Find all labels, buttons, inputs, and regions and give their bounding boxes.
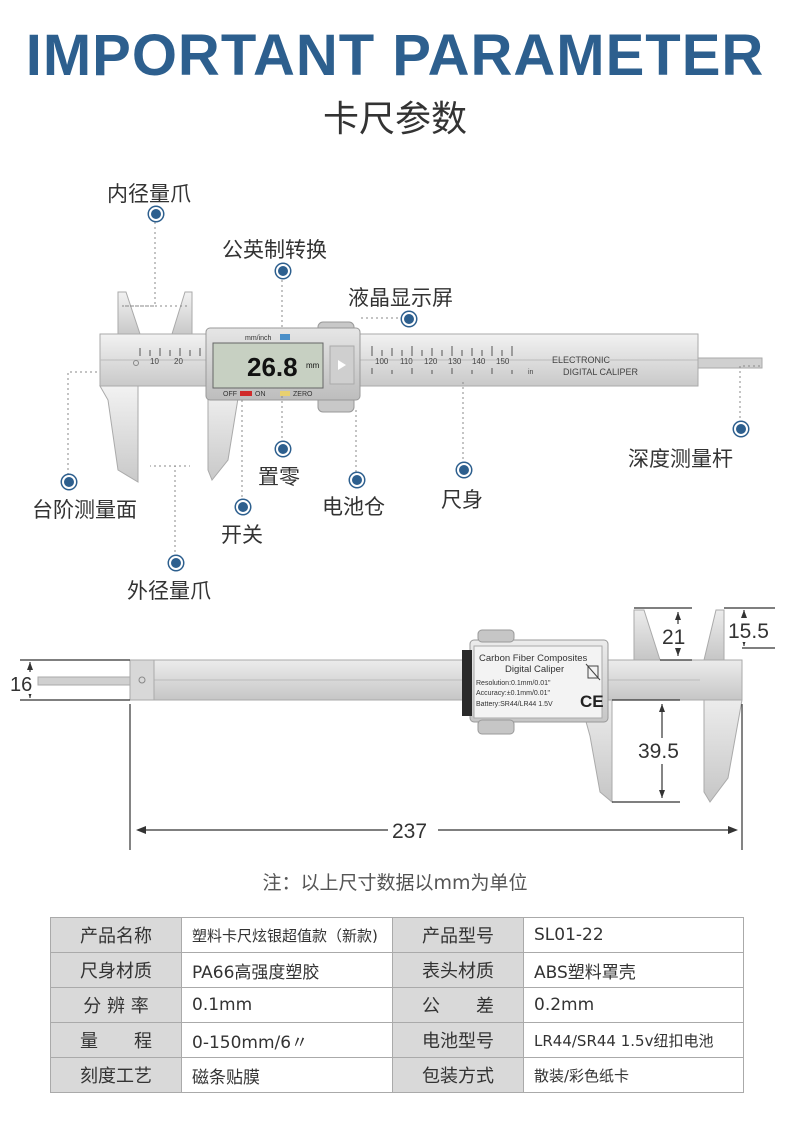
table-row: 量 程 0-150mm/6〃 电池型号 LR44/SR44 1.5v纽扣电池 (50, 1022, 744, 1058)
label-power: 开关 (221, 523, 263, 547)
dot-ruler-body (457, 463, 471, 477)
scale-label: 150 (496, 357, 510, 366)
spec-value: ABS塑料罩壳 (523, 952, 744, 988)
unit-key-label: mm/inch (245, 335, 272, 342)
spec-key: 分 辨 率 (50, 987, 182, 1023)
spec-value: 散装/彩色纸卡 (523, 1057, 744, 1093)
spec-key: 电池型号 (392, 1022, 524, 1058)
brand-line-2: DIGITAL CALIPER (563, 367, 639, 377)
label-lcd: 液晶显示屏 (348, 286, 453, 310)
outer-jaw-fixed (99, 385, 139, 483)
inner-jaw-moving (171, 291, 193, 335)
ce-mark: CE (580, 692, 604, 711)
table-row: 分 辨 率 0.1mm 公 差 0.2mm (50, 987, 744, 1023)
dim-237: 237 (392, 820, 427, 843)
spec-value: PA66高强度塑胶 (181, 952, 393, 988)
page-title: IMPORTANT PARAMETER (25, 23, 765, 88)
scale-label: 10 (150, 357, 159, 366)
spec-key: 表头材质 (392, 952, 524, 988)
page-subtitle: 卡尺参数 (322, 99, 467, 140)
on-label: ON (255, 391, 266, 398)
recycle-bin-icon (587, 665, 599, 679)
spec-key: 公 差 (392, 987, 524, 1023)
scale-label: 140 (472, 357, 486, 366)
label-outer-jaw: 外径量爪 (127, 579, 211, 603)
spec-value: 0.2mm (523, 987, 744, 1023)
zero-label: ZERO (293, 391, 313, 398)
spec-key: 量 程 (50, 1022, 182, 1058)
scale-label: 20 (174, 357, 183, 366)
spec-label-plate (473, 645, 603, 719)
table-row: 产品名称 塑料卡尺炫银超值款（新款) 产品型号 SL01-22 (50, 917, 744, 953)
label-unit-switch: 公英制转换 (222, 238, 327, 262)
spec-table: 产品名称 塑料卡尺炫银超值款（新款) 产品型号 SL01-22 尺身材质 PA6… (50, 917, 744, 1093)
inch-mark: in (528, 369, 534, 376)
spec-value: 0.1mm (181, 987, 393, 1023)
dot-depth-rod (734, 422, 748, 436)
dot-lcd (402, 312, 416, 326)
scale-label: 130 (448, 357, 462, 366)
table-row: 尺身材质 PA66高强度塑胶 表头材质 ABS塑料罩壳 (50, 952, 744, 988)
label-step-face: 台阶测量面 (32, 498, 137, 522)
dot-outer-jaw (169, 556, 183, 570)
spec-value: 0-150mm/6〃 (181, 1022, 393, 1058)
dot-step-face (62, 475, 76, 489)
zero-button (280, 391, 290, 396)
spec-key: 尺身材质 (50, 952, 182, 988)
brand-line-1: ELECTRONIC (552, 355, 611, 365)
scale-label: 100 (375, 357, 389, 366)
unit-note: 注：以上尺寸数据以mm为单位 (262, 872, 528, 894)
thumb-wheel (477, 719, 515, 735)
back-line-4: Accuracy:±0.1mm/0.01" (476, 690, 551, 697)
unit-key (280, 334, 290, 340)
table-row: 刻度工艺 磁条贴膜 包装方式 散装/彩色纸卡 (50, 1057, 744, 1093)
dim-39-5: 39.5 (638, 740, 679, 763)
spec-key: 产品名称 (50, 917, 182, 953)
back-line-2: Digital Caliper (505, 664, 564, 675)
label-inner-jaw: 内径量爪 (107, 182, 191, 206)
spec-value: 磁条贴膜 (181, 1057, 393, 1093)
spec-key: 产品型号 (392, 917, 524, 953)
inner-jaw-fixed (117, 291, 141, 335)
depth-rod (37, 676, 131, 686)
scale-label: 120 (424, 357, 438, 366)
dim-21: 21 (662, 626, 685, 649)
dot-inner-jaw (149, 207, 163, 221)
label-zero: 置零 (258, 465, 300, 489)
scale-label: 110 (400, 357, 413, 366)
depth-rod (697, 357, 763, 369)
off-label: OFF (223, 391, 237, 398)
dot-battery (350, 473, 364, 487)
lcd-display (212, 342, 324, 389)
scale-ticks-left (139, 348, 201, 356)
spec-value: SL01-22 (523, 917, 744, 953)
scale-ticks-right (371, 346, 513, 356)
label-depth-rod: 深度测量杆 (628, 447, 733, 471)
inner-jaw-fixed (703, 609, 725, 661)
dim-15-5: 15.5 (728, 620, 769, 643)
dim-16: 16 (10, 674, 32, 696)
lcd-unit: mm (306, 361, 320, 370)
spec-key: 包装方式 (392, 1057, 524, 1093)
dot-power (236, 500, 250, 514)
back-line-3: Resolution:0.1mm/0.01" (476, 680, 551, 687)
spec-value: 塑料卡尺炫银超值款（新款) (181, 917, 393, 953)
outer-jaw-fixed (703, 699, 743, 803)
spec-value: LR44/SR44 1.5v纽扣电池 (523, 1022, 744, 1058)
back-line-5: Battery:SR44/LR44 1.5V (476, 701, 553, 708)
lcd-reading: 26.8 (247, 352, 298, 382)
label-ruler-body: 尺身 (441, 488, 483, 512)
spec-key: 刻度工艺 (50, 1057, 182, 1093)
power-button (240, 391, 252, 396)
label-battery-case: 电池仓 (322, 495, 385, 519)
caliper-front-diagram: 10 20 100 110 120 130 140 150 in ELECTRO… (67, 212, 763, 562)
caliper-dimension-diagram: Carbon Fiber Composites Digital Caliper … (8, 607, 776, 850)
inner-jaw-moving (633, 609, 661, 661)
back-line-1: Carbon Fiber Composites (479, 653, 587, 664)
dot-unit-switch (276, 264, 290, 278)
dot-zero (276, 442, 290, 456)
